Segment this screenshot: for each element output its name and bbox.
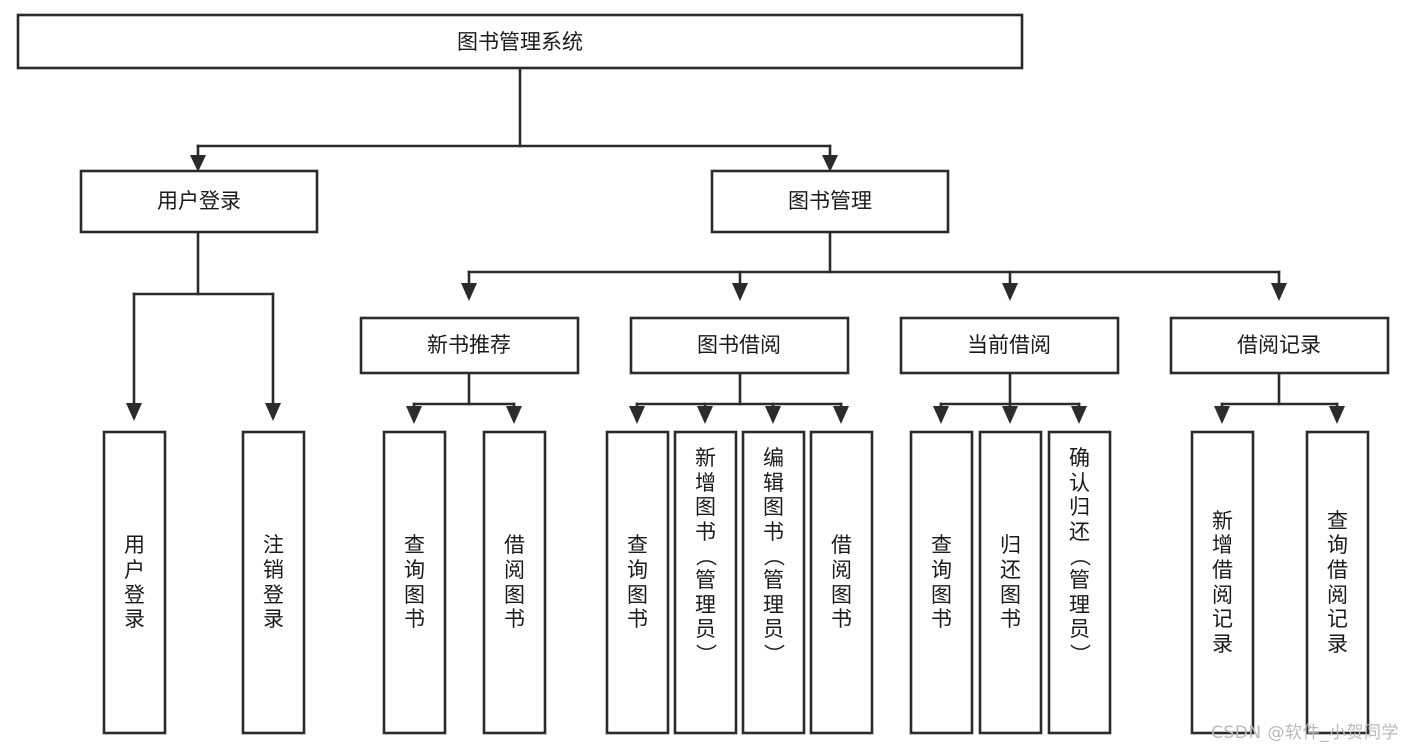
arrowhead-icon — [1329, 406, 1345, 424]
arrowhead-icon — [822, 155, 838, 172]
node-book-borrow[interactable] — [629, 316, 850, 375]
csdn-watermark: CSDN @软件_小贺同学 — [1211, 723, 1399, 743]
node-borrow-record-label: 借阅记录 — [1237, 333, 1321, 357]
arrowhead-icon — [265, 403, 281, 421]
node-leaf-add-record[interactable] — [1190, 430, 1255, 735]
arrowhead-icon — [629, 406, 645, 424]
arrowhead-icon — [1214, 406, 1230, 424]
node-leaf-borrow-book-2[interactable] — [809, 430, 874, 735]
node-current-borrow[interactable] — [899, 316, 1120, 375]
arrowhead-icon — [697, 406, 713, 424]
arrowhead-icon — [406, 406, 422, 424]
arrowhead-icon — [833, 406, 849, 424]
node-user-login[interactable] — [79, 169, 319, 234]
node-leaf-user-login[interactable] — [102, 430, 167, 735]
arrowhead-icon — [126, 403, 142, 421]
node-leaf-logout[interactable] — [241, 430, 306, 735]
node-borrow-record[interactable] — [1169, 316, 1390, 375]
arrowhead-icon — [1002, 283, 1018, 301]
labels-group: 图书管理系统 用户登录 图书管理 新书推荐 图书借阅 当前借阅 借阅记录 — [157, 30, 1321, 357]
arrowhead-icon — [933, 406, 949, 424]
node-leaf-query-record[interactable] — [1305, 430, 1370, 735]
arrowhead-icon — [1071, 406, 1087, 424]
node-new-book-recommend[interactable] — [359, 316, 580, 375]
node-leaf-add-book[interactable] — [673, 430, 738, 735]
node-root[interactable] — [16, 13, 1024, 70]
arrowhead-icon — [765, 406, 781, 424]
node-root-label: 图书管理系统 — [457, 30, 583, 54]
arrowhead-icon — [461, 283, 477, 301]
node-leaf-query-book-1[interactable] — [382, 430, 447, 735]
node-leaf-return-book[interactable] — [978, 430, 1043, 735]
node-leaf-confirm-return[interactable] — [1047, 430, 1112, 735]
arrowheads-group — [126, 155, 1345, 424]
node-book-borrow-label: 图书借阅 — [697, 333, 781, 357]
node-user-login-label: 用户登录 — [157, 189, 241, 213]
node-current-borrow-label: 当前借阅 — [967, 333, 1051, 357]
node-leaf-borrow-book-1[interactable] — [482, 430, 547, 735]
node-leaf-query-book-2[interactable] — [605, 430, 670, 735]
arrowhead-icon — [190, 155, 206, 172]
node-new-book-recommend-label: 新书推荐 — [427, 333, 511, 357]
node-leaf-query-book-3[interactable] — [909, 430, 974, 735]
node-book-manage[interactable] — [710, 169, 950, 234]
node-book-manage-label: 图书管理 — [788, 189, 872, 213]
nodes-group — [16, 13, 1390, 735]
arrowhead-icon — [1002, 406, 1018, 424]
node-leaf-edit-book[interactable] — [741, 430, 806, 735]
arrowhead-icon — [1271, 283, 1287, 301]
arrowhead-icon — [506, 406, 522, 424]
arrowhead-icon — [732, 283, 748, 301]
